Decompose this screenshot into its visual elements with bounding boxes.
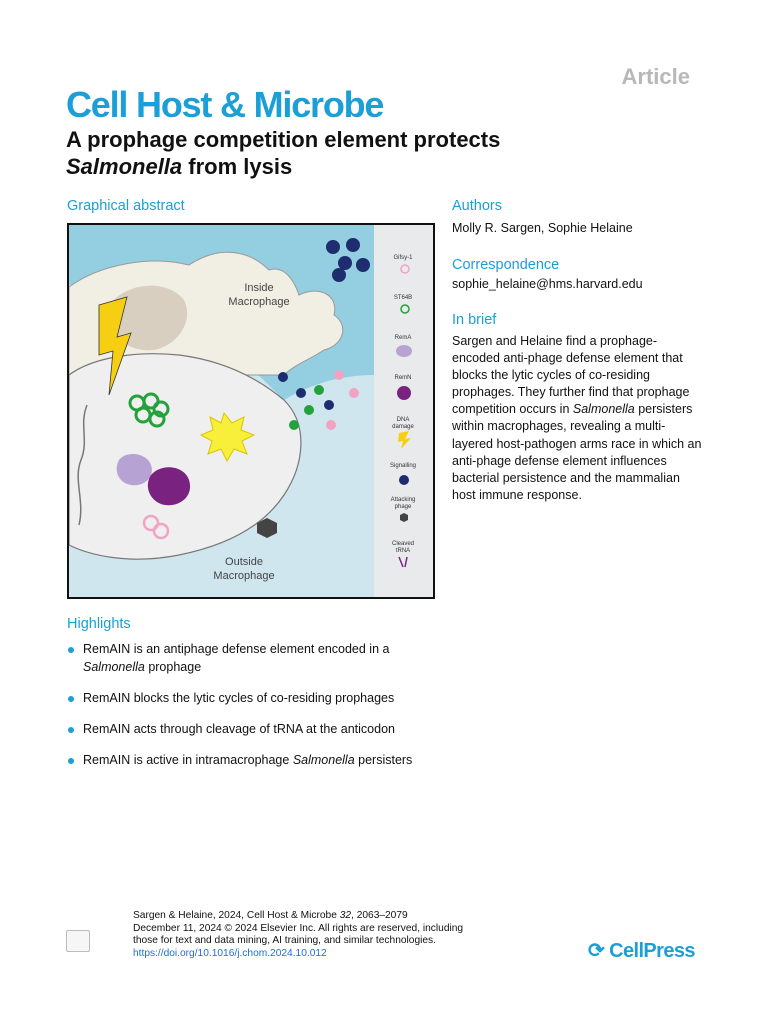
citation-pages: , 2063–2079 bbox=[351, 910, 408, 921]
highlight-text: RemAIN is active in intramacrophage bbox=[83, 753, 293, 767]
legend-signalling: Signalling bbox=[390, 463, 416, 469]
in-brief-text-a: Sargen and Helaine find a prophage-encod… bbox=[452, 334, 690, 417]
highlights-list: RemAIN is an antiphage defense element e… bbox=[67, 640, 447, 782]
correspondence-email[interactable]: sophie_helaine@hms.harvard.edu bbox=[452, 277, 643, 291]
publisher-name: CellPress bbox=[609, 940, 695, 962]
legend-trna-1: Cleaved bbox=[392, 541, 414, 547]
legend: Gifsy-1 ST64B RemA RemN DNA damage Signa… bbox=[390, 255, 416, 568]
phage-particles bbox=[289, 370, 359, 430]
authors-heading: Authors bbox=[452, 198, 502, 214]
legend-remn: RemN bbox=[394, 375, 411, 381]
highlight-item: RemAIN blocks the lytic cycles of co-res… bbox=[67, 689, 447, 707]
bullet-icon bbox=[68, 696, 74, 702]
legend-st64b-icon bbox=[400, 304, 410, 314]
legend-dna-2: damage bbox=[392, 424, 414, 430]
check-for-updates-icon[interactable] bbox=[66, 930, 90, 952]
dna-damage-bolt-icon bbox=[98, 296, 132, 396]
highlight-text: persisters bbox=[354, 753, 413, 767]
cellpress-logo-icon: ⟳ bbox=[588, 940, 605, 962]
bullet-icon bbox=[68, 727, 74, 733]
citation-block: Sargen & Helaine, 2024, Cell Host & Micr… bbox=[133, 910, 553, 960]
title-line1: A prophage competition element protects bbox=[66, 127, 501, 152]
in-brief-text: Sargen and Helaine find a prophage-encod… bbox=[452, 333, 702, 504]
dna-strand bbox=[77, 404, 88, 526]
title-italic: Salmonella bbox=[66, 154, 183, 179]
citation-volume: 32 bbox=[339, 910, 352, 921]
highlight-item: RemAIN acts through cleavage of tRNA at … bbox=[67, 720, 447, 738]
citation-line1: Sargen & Helaine, 2024, Cell Host & Micr… bbox=[133, 910, 553, 923]
graphical-abstract-heading: Graphical abstract bbox=[67, 198, 185, 214]
remn-protein bbox=[147, 467, 191, 506]
legend-remn-icon bbox=[397, 386, 411, 400]
rema-protein bbox=[116, 453, 152, 486]
bacterium-cell bbox=[69, 353, 302, 560]
highlight-text: RemAIN is an antiphage defense element e… bbox=[83, 642, 390, 656]
article-type-label: Article bbox=[621, 64, 690, 89]
bullet-icon bbox=[68, 758, 74, 764]
highlight-item: RemAIN is an antiphage defense element e… bbox=[67, 640, 447, 676]
citation-line3: those for text and data mining, AI train… bbox=[133, 935, 436, 946]
legend-gifsy: Gifsy-1 bbox=[393, 255, 413, 261]
doi-link[interactable]: https://doi.org/10.1016/j.chom.2024.10.0… bbox=[133, 947, 327, 959]
highlight-italic: Salmonella bbox=[83, 660, 145, 674]
citation-line2: December 11, 2024 © 2024 Elsevier Inc. A… bbox=[133, 922, 464, 934]
in-brief-heading: In brief bbox=[452, 312, 497, 328]
highlights-heading: Highlights bbox=[67, 616, 131, 632]
attacking-phage bbox=[257, 518, 277, 538]
legend-phage-icon bbox=[400, 513, 408, 522]
legend-st64b: ST64B bbox=[394, 295, 412, 301]
highlight-item: RemAIN is active in intramacrophage Salm… bbox=[67, 751, 447, 769]
graphical-abstract-svg: Inside Macrophage Outside Macrophage Gif… bbox=[69, 225, 433, 597]
legend-gifsy-icon bbox=[400, 264, 410, 274]
graphical-abstract-figure: Inside Macrophage Outside Macrophage Gif… bbox=[67, 223, 435, 599]
inside-label-1: Inside bbox=[244, 282, 273, 294]
in-brief-text-b: persisters within macrophages, revealing… bbox=[452, 402, 702, 502]
gifsy-rings bbox=[142, 514, 170, 540]
legend-dna-1: DNA bbox=[397, 417, 410, 423]
correspondence-heading: Correspondence bbox=[452, 257, 560, 273]
cellpress-logo[interactable]: ⟳ CellPress bbox=[588, 938, 696, 963]
citation-text: Sargen & Helaine, 2024, Cell Host & Micr… bbox=[133, 910, 340, 921]
legend-attack-1: Attacking bbox=[391, 497, 416, 503]
outside-label-2: Macrophage bbox=[213, 570, 274, 582]
highlight-text: prophage bbox=[144, 660, 202, 674]
bullet-icon bbox=[68, 647, 74, 653]
highlight-text: RemAIN blocks the lytic cycles of co-res… bbox=[83, 691, 395, 705]
outside-label-1: Outside bbox=[225, 556, 263, 568]
legend-rema-icon bbox=[396, 345, 412, 357]
legend-rema: RemA bbox=[395, 335, 412, 341]
trna-cleavage-burst bbox=[199, 411, 256, 463]
journal-title[interactable]: Cell Host & Microbe bbox=[66, 84, 384, 125]
legend-dna-damage-icon bbox=[398, 431, 411, 449]
highlight-text: RemAIN acts through cleavage of tRNA at … bbox=[83, 722, 395, 736]
signalling-dots bbox=[278, 238, 370, 410]
legend-signalling-icon bbox=[399, 475, 409, 485]
in-brief-italic: Salmonella bbox=[572, 402, 635, 417]
legend-panel bbox=[374, 225, 433, 597]
legend-attack-2: phage bbox=[395, 504, 412, 510]
highlight-italic: Salmonella bbox=[292, 753, 355, 767]
legend-trna-icon bbox=[398, 556, 408, 568]
inside-label-2: Macrophage bbox=[228, 296, 289, 308]
authors-names: Molly R. Sargen, Sophie Helaine bbox=[452, 221, 633, 235]
legend-trna-2: tRNA bbox=[396, 548, 410, 554]
title-line2: from lysis bbox=[182, 154, 293, 179]
st64b-rings bbox=[128, 392, 170, 428]
